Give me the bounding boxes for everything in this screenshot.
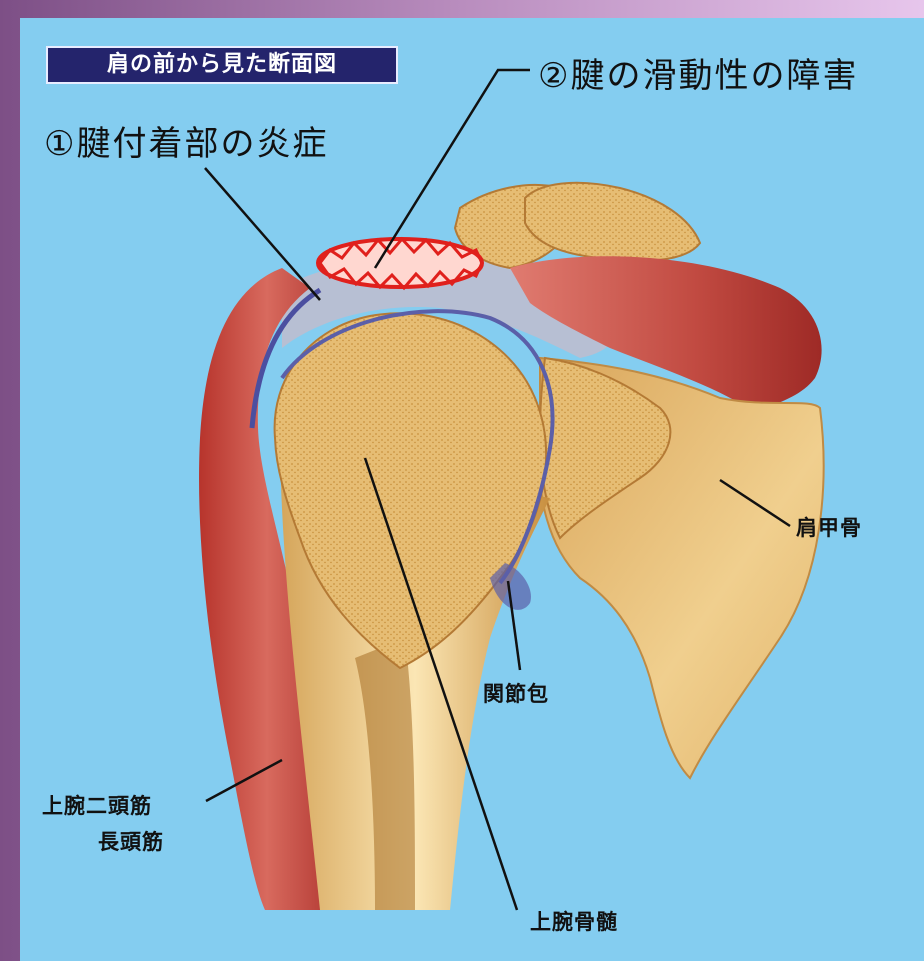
diagram-title: 肩の前から見た断面図	[46, 46, 398, 84]
label-scapula: 肩甲骨	[796, 512, 862, 542]
label-biceps-line2: 長頭筋	[98, 826, 164, 856]
label-tendon-gliding-disorder: ②腱の滑動性の障害	[538, 48, 858, 97]
diagram-panel: 肩の前から見た断面図 ①腱付着部の炎症 ②腱の滑動性の障害 肩甲骨 関節包 上腕…	[20, 18, 924, 961]
label-humerus-marrow: 上腕骨髄	[530, 906, 618, 936]
label-joint-capsule: 関節包	[483, 678, 549, 708]
label-tendon-inflammation: ①腱付着部の炎症	[44, 116, 328, 165]
label-biceps-line1: 上腕二頭筋	[42, 790, 152, 820]
